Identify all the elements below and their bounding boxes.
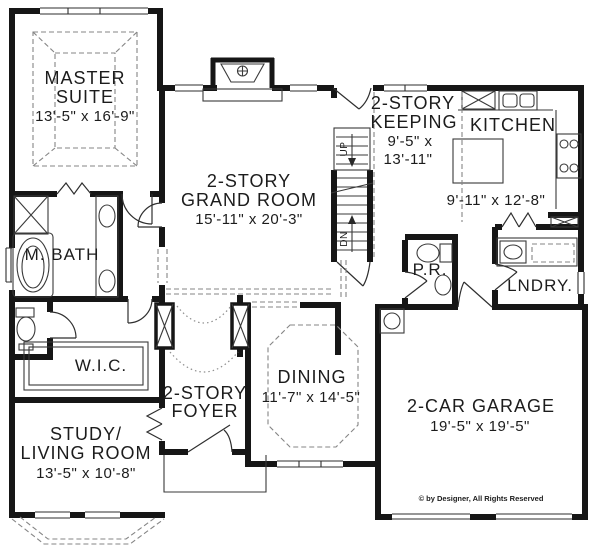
- foyer-label-1: 2-STORY: [163, 383, 247, 403]
- fireplace-icon: [202, 57, 283, 102]
- pantry-cabinet: [461, 90, 496, 110]
- powder-toilet-icon: [416, 243, 453, 263]
- laundry-sink-icon: [496, 237, 578, 267]
- room-labels: MASTER SUITE 13'-5" x 16'-9" 2-STORY GRA…: [20, 68, 573, 503]
- doors: [49, 87, 537, 453]
- keeping-label-1: 2-STORY: [371, 93, 455, 113]
- copyright-text: © by Designer, All Rights Reserved: [419, 494, 544, 503]
- utility-fixtures: [379, 237, 578, 334]
- front-porch-outline: [163, 455, 267, 493]
- kitchen-label: KITCHEN: [470, 115, 556, 135]
- grand-room-label-1: 2-STORY: [207, 171, 291, 191]
- master-suite-label-2: SUITE: [56, 87, 114, 107]
- toilet-icon: [15, 307, 36, 351]
- range-icon: [556, 133, 582, 179]
- powder-room-label: P.R.: [413, 260, 448, 279]
- ceiling-lines: [11, 31, 463, 545]
- powder-sink-icon: [434, 274, 452, 296]
- laundry-label: LNDRY.: [507, 276, 573, 295]
- tall-cabinet: [550, 216, 579, 228]
- windows: [5, 7, 585, 520]
- study-label-1: STUDY/: [50, 424, 122, 444]
- kitchen-fixtures: [452, 90, 582, 228]
- stairs-down-label: DN: [339, 231, 350, 246]
- grand-room-label-2: GRAND ROOM: [181, 190, 317, 210]
- walls: [9, 8, 588, 520]
- wic-shelving: [23, 341, 149, 391]
- keeping-label-2: KEEPING: [370, 112, 457, 132]
- keeping-dims-2: 13'-11": [384, 151, 433, 168]
- water-heater-icon: [379, 308, 405, 334]
- foyer-label-2: FOYER: [171, 401, 238, 421]
- wic-label: W.I.C.: [75, 356, 127, 375]
- vanity-sinks: [95, 195, 119, 298]
- stairs-up-label: UP: [339, 142, 350, 157]
- kitchen-dims: 9'-11" x 12'-8": [447, 192, 546, 209]
- study-label-2: LIVING ROOM: [20, 443, 151, 463]
- master-suite-label-1: MASTER: [44, 68, 125, 88]
- washer-dryer-outline: [531, 243, 575, 263]
- study-dims: 13'-5" x 10'-8": [36, 465, 136, 482]
- foyer-columns: [154, 302, 251, 350]
- tub-icon: [12, 232, 54, 298]
- dining-label: DINING: [278, 367, 347, 387]
- shower-icon: [13, 195, 49, 235]
- dining-dims: 11'-7" x 14'-5": [262, 389, 361, 406]
- master-suite-dims: 13'-5" x 16'-9": [35, 108, 135, 125]
- keeping-dims-1: 9'-5" x: [387, 133, 432, 150]
- garage-label: 2-CAR GARAGE: [407, 396, 555, 416]
- kitchen-island: [452, 138, 504, 184]
- kitchen-sink-icon: [498, 90, 538, 111]
- garage-dims: 19'-5" x 19'-5": [430, 418, 530, 435]
- grand-room-dims: 15'-11" x 20'-3": [195, 211, 303, 228]
- bath-fixtures: [12, 195, 149, 391]
- master-bath-label: M. BATH: [25, 245, 100, 264]
- stairs: UP DN: [330, 127, 374, 252]
